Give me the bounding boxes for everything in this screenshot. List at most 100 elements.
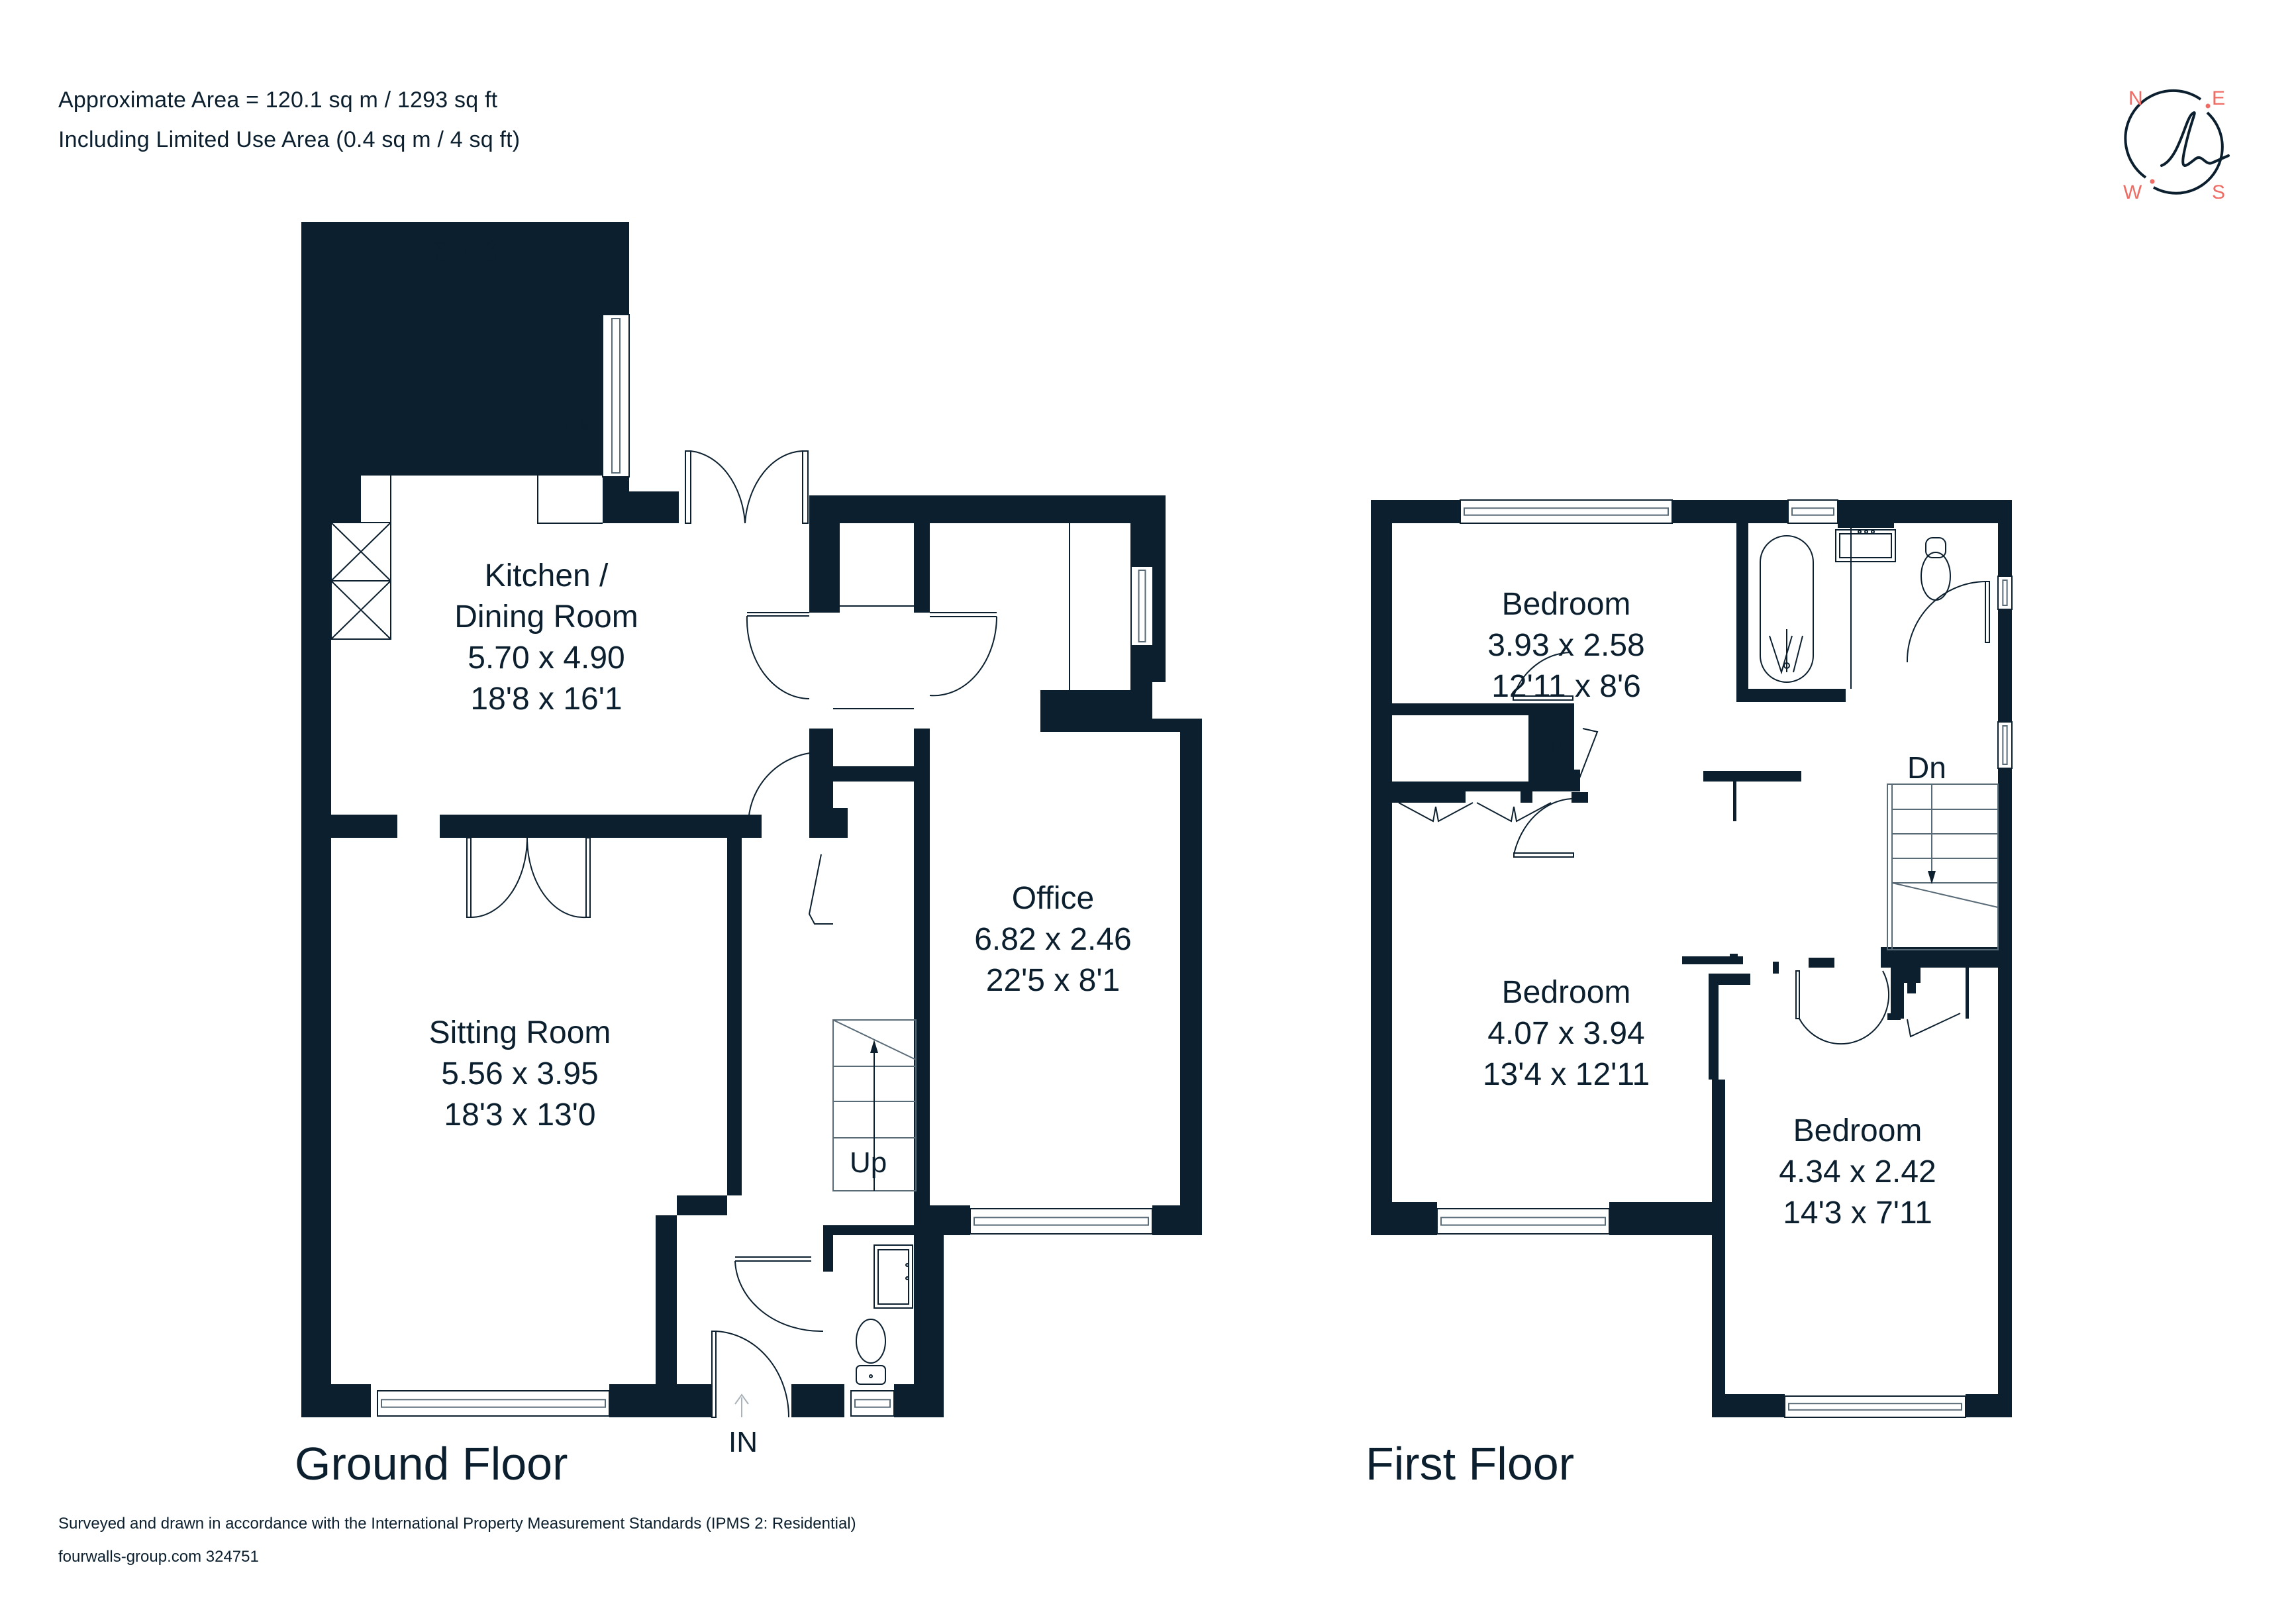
wall-segment bbox=[1723, 1394, 1785, 1417]
wall-segment bbox=[823, 1225, 914, 1235]
window-icon bbox=[602, 314, 630, 478]
window-icon bbox=[850, 1390, 895, 1417]
window-icon bbox=[1997, 721, 2013, 769]
bedroom1-door bbox=[1513, 652, 1573, 701]
wall-segment bbox=[1838, 500, 2012, 576]
wall-segment bbox=[1881, 947, 1998, 968]
understairs-door bbox=[808, 854, 833, 925]
wc-toilet-icon bbox=[856, 1319, 886, 1385]
window-icon bbox=[1787, 499, 1838, 524]
wall-segment bbox=[1703, 771, 1801, 782]
first-floor-title: First Floor bbox=[1366, 1438, 1574, 1490]
wall-segment bbox=[1460, 791, 1466, 803]
wall-segment bbox=[1152, 1205, 1202, 1235]
stairs-down-label: Dn bbox=[1907, 750, 1946, 785]
wall-segment bbox=[1773, 962, 1779, 974]
compass-rose-logo: N E W S bbox=[2123, 87, 2230, 199]
wall-segment bbox=[440, 815, 762, 838]
window-icon bbox=[1784, 1395, 1966, 1418]
wall-segment bbox=[833, 523, 840, 613]
window-icon bbox=[377, 1390, 610, 1417]
limited-use-area-text: Including Limited Use Area (0.4 sq m / 4… bbox=[58, 127, 521, 152]
bedroom2-door bbox=[1513, 798, 1574, 858]
wc-basin-icon bbox=[873, 1244, 913, 1309]
wall-segment bbox=[656, 1215, 677, 1384]
compass-west-label: W bbox=[2123, 181, 2142, 199]
wall-segment bbox=[301, 222, 679, 1417]
walls-layer bbox=[301, 222, 2012, 1417]
wall-segment bbox=[1966, 968, 1969, 1019]
wall-segment bbox=[1998, 609, 2012, 702]
wall-segment bbox=[1709, 974, 1719, 1080]
bedroom3-cupboard-door bbox=[1907, 1013, 1961, 1038]
wall-segment bbox=[809, 729, 833, 831]
approximate-area-text: Approximate Area = 120.1 sq m / 1293 sq … bbox=[58, 87, 498, 113]
wall-segment bbox=[914, 523, 930, 613]
bedroom3-door bbox=[1795, 970, 1890, 1045]
wall-segment bbox=[1709, 974, 1750, 985]
wall-segment bbox=[1572, 792, 1588, 803]
wall-segment bbox=[809, 495, 1202, 1235]
wall-segment bbox=[930, 1205, 970, 1235]
wall-segment bbox=[914, 729, 930, 1219]
wall-segment bbox=[914, 1219, 944, 1384]
bathroom-toilet-icon bbox=[1921, 537, 1951, 601]
wall-segment bbox=[1521, 791, 1532, 803]
cupboard-double-door bbox=[746, 605, 997, 709]
wall-segment bbox=[1682, 956, 1688, 964]
fixtures-layer bbox=[330, 236, 1999, 1418]
front-door bbox=[711, 1331, 790, 1418]
wall-segment bbox=[1809, 958, 1834, 968]
entrance-in-label: IN bbox=[728, 1426, 758, 1458]
kitchen-sink-icon bbox=[541, 390, 587, 464]
window-icon bbox=[1460, 499, 1673, 524]
wall-segment bbox=[677, 838, 742, 1215]
sitting-room-double-door bbox=[466, 837, 591, 919]
tall-units bbox=[330, 522, 391, 640]
compass-north-label: N bbox=[2128, 87, 2143, 109]
wall-segment bbox=[1736, 523, 1748, 702]
bathroom-basin-icon bbox=[1835, 529, 1896, 562]
ipms-standards-note: Surveyed and drawn in accordance with th… bbox=[58, 1515, 856, 1533]
wc-door bbox=[734, 1256, 824, 1333]
hob-icon bbox=[424, 236, 509, 266]
wall-segment bbox=[1907, 966, 1916, 993]
compass-south-label: S bbox=[2212, 181, 2225, 199]
wardrobe-doors bbox=[1398, 802, 1552, 823]
wall-segment bbox=[1887, 1013, 1901, 1020]
wall-segment bbox=[331, 1384, 371, 1417]
stairs-up bbox=[832, 1019, 917, 1191]
wall-segment bbox=[1371, 500, 1460, 1235]
wall-segment bbox=[1609, 1202, 1715, 1235]
wall-segment bbox=[1392, 1202, 1437, 1235]
window-icon bbox=[1997, 576, 2013, 610]
ground-floor-title: Ground Floor bbox=[295, 1438, 568, 1490]
patio-double-door bbox=[685, 450, 809, 524]
compass-ring-icon bbox=[2124, 89, 2230, 195]
hall-door bbox=[747, 752, 815, 827]
bathroom-door bbox=[1906, 581, 1990, 663]
wall-segment bbox=[1998, 768, 2012, 1417]
windows-layer bbox=[377, 314, 2013, 1418]
wall-segment bbox=[331, 476, 361, 523]
kitchen-counter bbox=[390, 311, 603, 524]
boiler-icon bbox=[1542, 725, 1573, 770]
wall-segment bbox=[894, 1384, 944, 1417]
boiler-cupboard-door bbox=[1577, 728, 1599, 782]
wall-segment bbox=[1966, 1394, 2012, 1417]
boiler-label: B bbox=[1552, 737, 1563, 757]
wall-segment bbox=[1392, 791, 1464, 803]
wall-segment bbox=[1998, 702, 2012, 722]
wall-segment bbox=[1672, 500, 1788, 523]
wall-segment bbox=[331, 815, 397, 838]
wall-segment bbox=[1682, 956, 1743, 964]
wall-segment bbox=[809, 523, 833, 613]
